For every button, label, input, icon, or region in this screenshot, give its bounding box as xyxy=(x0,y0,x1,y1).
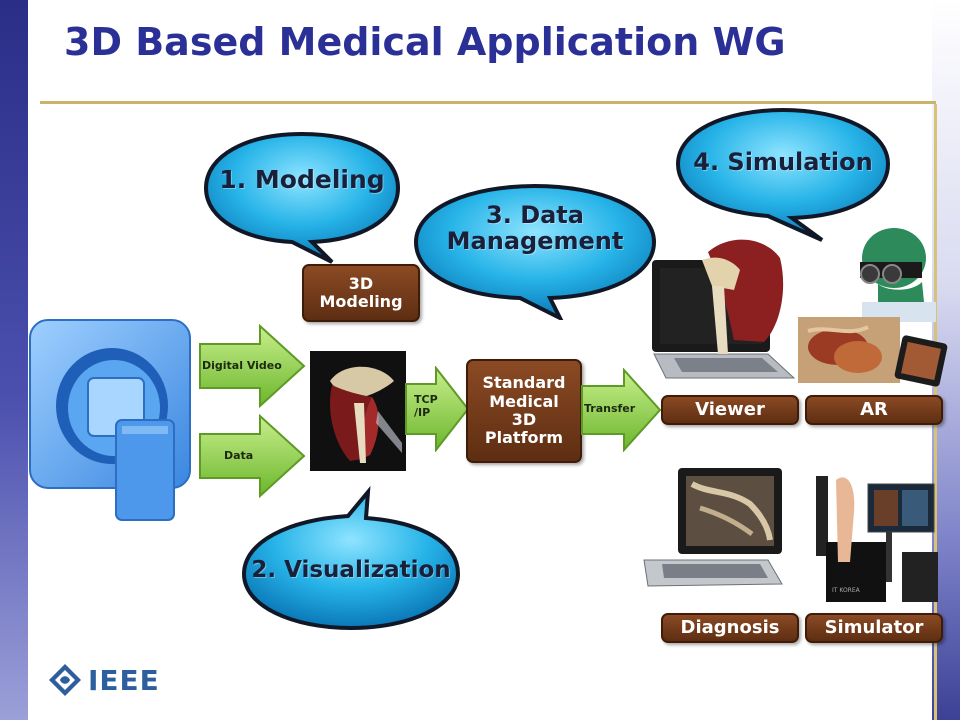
platform-badge: Standard Medical 3D Platform xyxy=(466,359,582,463)
diagnosis-badge: Diagnosis xyxy=(661,613,799,643)
speech-bubble-icon xyxy=(413,183,657,323)
ar-badge: AR xyxy=(805,395,943,425)
title-rule xyxy=(40,101,936,104)
bubble-simulation-text: 4. Simulation xyxy=(693,148,873,176)
bubble-modeling: 1. Modeling xyxy=(200,126,404,266)
arrow-transfer: Transfer xyxy=(580,367,662,453)
bubble-visualization-text: 2. Visualization xyxy=(251,557,451,583)
slide-title: 3D Based Medical Application WG xyxy=(64,20,786,64)
ieee-logo-text: IEEE xyxy=(88,663,160,697)
shoulder-model-image xyxy=(310,351,406,471)
modeling-3d-badge: 3D Modeling xyxy=(302,264,420,322)
ieee-logo: IEEE xyxy=(48,663,160,697)
simulator-brand-label: IT KOREA xyxy=(832,587,861,594)
ar-organs-image xyxy=(798,317,948,389)
bubble-simulation: 4. Simulation xyxy=(672,104,894,244)
speech-bubble-icon xyxy=(675,107,891,242)
viewer-laptop-image xyxy=(648,230,798,390)
bubble-data-management: 3. Data Management xyxy=(410,180,660,323)
simulator-badge: Simulator xyxy=(805,613,943,643)
viewer-badge: Viewer xyxy=(661,395,799,425)
arrow-tcp-ip: TCP /IP xyxy=(404,365,470,453)
arrow-digital-video: Digital Video xyxy=(196,322,308,410)
speech-bubble-icon xyxy=(241,485,461,631)
arrow-data: Data xyxy=(196,412,308,500)
bubble-modeling-text: 1. Modeling xyxy=(219,165,385,194)
arrow-tcp-ip-label: TCP /IP xyxy=(414,393,438,419)
bubble-visualization: 2. Visualization xyxy=(238,485,464,634)
speech-bubble-icon xyxy=(203,131,401,264)
ieee-diamond-icon xyxy=(49,664,81,696)
bubble-data-management-text: 3. Data Management xyxy=(446,201,624,256)
doctor-ar-image xyxy=(842,222,936,322)
left-decor-bar xyxy=(0,0,28,720)
arrow-data-label: Data xyxy=(224,449,254,462)
simulator-image: IT KOREA xyxy=(806,472,938,602)
ct-scanner-image xyxy=(22,314,198,526)
diagnosis-laptop-image xyxy=(640,464,790,590)
arrow-digital-video-label: Digital Video xyxy=(202,359,282,372)
arrow-transfer-label: Transfer xyxy=(584,402,636,415)
